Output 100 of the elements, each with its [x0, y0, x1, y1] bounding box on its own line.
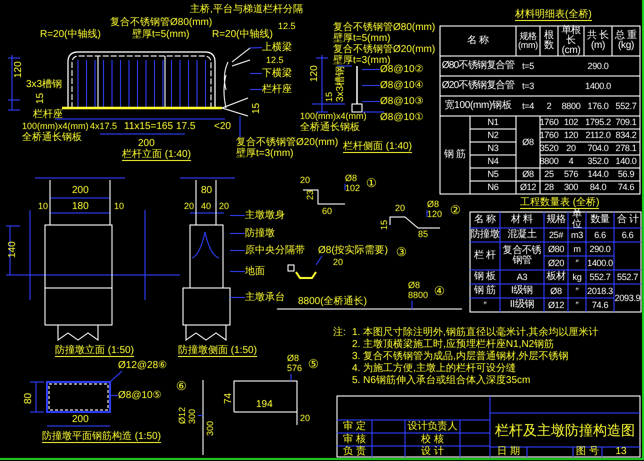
note-text: 2. 主墩顶横梁施工时,应预埋栏杆座N1,N2钢筋 — [352, 340, 554, 350]
table-cell-text: t=5 — [521, 60, 535, 72]
dimension-text: 20 — [333, 258, 344, 267]
leader-line — [250, 73, 262, 74]
dimension-text: 23 — [306, 190, 315, 200]
drawing-caption: 防撞墩立面 (1:50) — [55, 346, 134, 357]
table-cell-text: 709.1 — [614, 116, 638, 129]
table-cell-text: 根数 — [543, 28, 555, 53]
annotation-text: 上横梁 — [262, 42, 292, 53]
dimension-text: 120 — [310, 65, 320, 82]
annotation-text: Ø8@10① — [380, 112, 424, 123]
annotation-text: 壁厚t=3(mm) — [236, 148, 294, 159]
annotation-text: 主墩承台 — [245, 292, 285, 303]
table-cell-text: 120 — [562, 129, 580, 142]
pier-side-drawing — [182, 180, 230, 341]
dimension-text: <20 — [214, 122, 231, 132]
table-cell-text: 290.0 — [588, 242, 612, 256]
title-block-text: 日 期 — [496, 447, 521, 457]
table-cell-text: 规格 — [545, 212, 567, 227]
table-cell-text: 704.0 — [586, 142, 610, 155]
dimension-text: 120 — [14, 61, 24, 78]
leader-line — [362, 85, 380, 86]
table-cell-text: 混凝土 — [506, 228, 538, 242]
annotation-text: Ø8@10② — [380, 64, 424, 75]
title-block-text: 设计负责人 — [406, 420, 458, 433]
table-cell-text: 278.1 — [614, 142, 638, 155]
annotation-text: Ø8 — [345, 174, 358, 184]
annotation-text: Ø8(按实际需要) — [318, 245, 388, 256]
dimension-text: 12.5 — [266, 56, 284, 65]
table-cell-text: 共 长(m) — [586, 28, 610, 53]
bent-rebar-drawing — [390, 216, 440, 228]
table-cell-text: 84.0 — [588, 181, 608, 194]
dimension-text: 40 — [201, 202, 212, 211]
annotation-text: 复合不锈钢管Ø80(mm) — [333, 22, 436, 33]
table-cell-text: N4 — [486, 155, 500, 168]
dimension-text: 3x3槽钢 — [336, 66, 346, 102]
annotation-text: 下横梁 — [262, 68, 292, 79]
annotation-text: 主墩墩身 — [245, 210, 285, 221]
table-cell-text: t=3 — [521, 80, 535, 92]
drawing-caption: 防撞墩平面钢筋构造 (1:50) — [42, 432, 161, 443]
table-cell: 1760 — [540, 129, 558, 142]
dimension-text: 300 — [206, 420, 215, 436]
leader-line — [230, 233, 246, 234]
dimension-text: 17.5 — [176, 122, 196, 132]
callout-number: ⑥ — [176, 380, 187, 392]
dimension-text: 4x17.5 — [90, 122, 118, 131]
callout-number: ① — [366, 177, 377, 189]
table-cell-text: 74.6 — [590, 298, 610, 312]
table-cell-text: 176.0 — [586, 100, 610, 112]
table-cell-text: 钢 筋 — [443, 148, 467, 162]
leader-line — [362, 69, 380, 70]
leader-line — [230, 297, 246, 298]
leader-line — [250, 47, 262, 48]
table-cell-text: ″ — [574, 298, 580, 312]
table-cell-text: 352.0 — [586, 155, 610, 168]
annotation-text: 3x3槽钢 — [26, 80, 62, 90]
leader-line — [344, 183, 346, 190]
table-cell-text: 25 — [543, 168, 555, 181]
table-cell-text: 25# — [548, 228, 564, 242]
leader-line — [316, 256, 322, 266]
annotation-text: 576 — [287, 364, 302, 374]
dimension-text: 20 — [300, 176, 310, 185]
table-cell-text: 576 — [562, 168, 580, 181]
leader-line — [230, 215, 246, 216]
dimension-text: 15 — [252, 102, 262, 114]
table-cell-text: 名 称 — [473, 213, 497, 227]
table-cell-text: Ø12 — [518, 181, 538, 194]
table-cell-text: II级钢 — [508, 298, 536, 312]
annotation-text: 复合不锈钢管Ø20(mm) — [333, 44, 436, 55]
table-cell-text: 数量 — [589, 213, 611, 227]
dimension-text: 80 — [201, 186, 212, 196]
leader-line — [426, 209, 428, 218]
annotation-text: 栏杆座 — [262, 84, 292, 95]
table-cell-text: 140.0 — [614, 155, 638, 168]
table-cell-text: 板材 — [545, 270, 567, 284]
table-cell-text: Ø20不锈钢复合管 — [440, 79, 516, 93]
annotation-text: 复合不锈钢管Ø80(mm) — [110, 18, 212, 28]
table-cell-text: 28 — [543, 181, 555, 194]
title-block-text: 负 责 — [342, 446, 367, 457]
table-cell-text: I级钢 — [510, 284, 534, 298]
table-cell-text: 名 称 — [466, 34, 490, 48]
table-cell-text: 6.6 — [593, 228, 607, 242]
table-cell-text: 材 料 — [510, 212, 534, 227]
table-cell-text: 钢 板 — [473, 270, 497, 284]
table-cell-text: Ø12 — [546, 298, 566, 312]
stirrup-hook-drawing — [288, 264, 317, 279]
title-block-text: 图 号 — [575, 447, 600, 457]
dimension-text: 10 — [38, 202, 48, 211]
dimension-text: 20 — [184, 202, 194, 211]
table-cell-text: Ø20 — [546, 256, 566, 270]
table-cell: 1760 — [540, 116, 558, 129]
dimension-text: 74 — [224, 392, 234, 404]
table-cell-text: 552.7 — [588, 270, 612, 284]
table-cell-text: 552.7 — [616, 270, 640, 284]
annotation-text: 102 — [345, 184, 360, 194]
table-cell-text: 规格(mm) — [517, 30, 539, 52]
table-cell-text: 合 计 — [616, 212, 640, 227]
title-block-text: 审 核 — [342, 433, 367, 446]
dimension-text: 200 — [72, 186, 89, 196]
annotation-text: Ø8@10⑤ — [118, 390, 162, 401]
